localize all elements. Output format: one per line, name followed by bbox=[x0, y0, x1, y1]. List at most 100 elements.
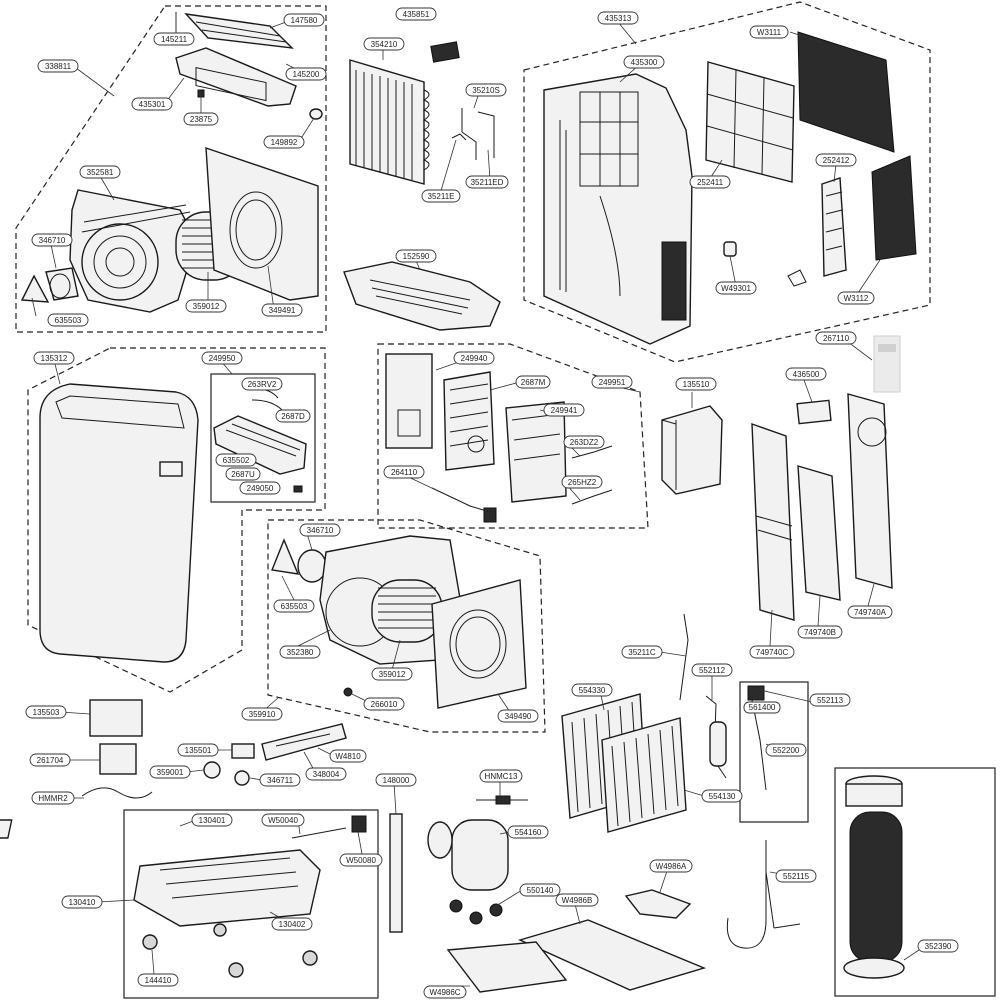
callout-HNMC13: HNMC13 bbox=[479, 769, 523, 783]
callout-263RV2: 263RV2 bbox=[241, 377, 283, 391]
svg-text:145200: 145200 bbox=[293, 70, 320, 79]
callout-35211C: 35211C bbox=[621, 645, 663, 659]
callout-135510: 135510 bbox=[675, 377, 717, 391]
caster-144410 bbox=[142, 934, 158, 950]
callout-554160: 554160 bbox=[507, 825, 549, 839]
fan-wheel-359012-lower bbox=[371, 579, 443, 643]
svg-text:W3112: W3112 bbox=[844, 294, 869, 303]
svg-text:W4986A: W4986A bbox=[656, 862, 687, 871]
svg-text:354210: 354210 bbox=[371, 40, 398, 49]
svg-text:144410: 144410 bbox=[145, 976, 172, 985]
callout-554130: 554130 bbox=[701, 789, 743, 803]
svg-text:265HZ2: 265HZ2 bbox=[568, 478, 597, 487]
svg-text:130410: 130410 bbox=[69, 898, 96, 907]
wire-W50040 bbox=[291, 827, 347, 839]
svg-text:135510: 135510 bbox=[683, 380, 710, 389]
svg-text:HNMC13: HNMC13 bbox=[485, 772, 518, 781]
callout-W49301: W49301 bbox=[715, 281, 757, 295]
callout-346710a: 346710 bbox=[31, 233, 73, 247]
sensor-265HZ2 bbox=[571, 489, 613, 505]
svg-text:435300: 435300 bbox=[631, 58, 658, 67]
callout-W50040: W50040 bbox=[261, 813, 305, 827]
svg-text:435313: 435313 bbox=[605, 14, 632, 23]
bracket-252412 bbox=[821, 177, 847, 277]
callout-2687M: 2687M bbox=[515, 375, 551, 389]
callout-348004: 348004 bbox=[305, 767, 347, 781]
capacitor-135503 bbox=[89, 699, 143, 737]
svg-text:749740C: 749740C bbox=[756, 648, 789, 657]
callout-W4986B: W4986B bbox=[555, 893, 599, 907]
callout-561400: 561400 bbox=[743, 701, 781, 714]
svg-text:152590: 152590 bbox=[403, 252, 430, 261]
hose-352390 bbox=[843, 775, 905, 979]
svg-text:23875: 23875 bbox=[190, 115, 213, 124]
svg-text:435301: 435301 bbox=[139, 100, 166, 109]
callout-359012b: 359012 bbox=[371, 667, 413, 681]
callout-352380: 352380 bbox=[279, 645, 321, 659]
callout-263DZ2: 263DZ2 bbox=[563, 435, 605, 449]
callout-35211ED: 35211ED bbox=[465, 175, 509, 189]
callout-359012a: 359012 bbox=[185, 299, 227, 313]
svg-text:252412: 252412 bbox=[823, 156, 850, 165]
svg-text:263RV2: 263RV2 bbox=[248, 380, 277, 389]
callout-145211: 145211 bbox=[153, 32, 195, 46]
svg-text:35211C: 35211C bbox=[628, 648, 656, 657]
callout-354210: 354210 bbox=[363, 37, 405, 51]
callout-338811: 338811 bbox=[37, 59, 79, 73]
main-pcb-2687M bbox=[443, 371, 495, 471]
svg-text:W3111: W3111 bbox=[757, 28, 782, 37]
svg-text:352581: 352581 bbox=[87, 168, 114, 177]
cable-264110 bbox=[431, 487, 491, 513]
svg-text:266010: 266010 bbox=[371, 700, 398, 709]
callout-35211E: 35211E bbox=[421, 189, 461, 203]
part-W50080 bbox=[351, 815, 367, 833]
svg-text:263DZ2: 263DZ2 bbox=[570, 438, 599, 447]
cabinet-135312 bbox=[39, 383, 199, 663]
callout-148000: 148000 bbox=[375, 773, 417, 787]
callout-130401: 130401 bbox=[191, 813, 233, 827]
louver-frame-435301 bbox=[175, 47, 297, 107]
callout-W4986C: W4986C bbox=[423, 985, 467, 999]
svg-text:145211: 145211 bbox=[161, 35, 188, 44]
svg-text:552200: 552200 bbox=[773, 746, 800, 755]
svg-text:135312: 135312 bbox=[41, 354, 68, 363]
callout-359910: 359910 bbox=[241, 707, 283, 721]
bearing-149892 bbox=[309, 108, 323, 120]
condenser-554130 bbox=[601, 717, 687, 833]
sheet-W4986B bbox=[517, 919, 707, 991]
callout-HMMR2: HMMR2 bbox=[31, 791, 75, 805]
callout-267110: 267110 bbox=[815, 331, 857, 345]
svg-text:552115: 552115 bbox=[783, 872, 810, 881]
callout-435313: 435313 bbox=[597, 11, 639, 25]
svg-text:348004: 348004 bbox=[313, 770, 340, 779]
svg-text:35211E: 35211E bbox=[428, 192, 455, 201]
callout-435301: 435301 bbox=[131, 97, 173, 111]
svg-text:HMMR2: HMMR2 bbox=[38, 794, 68, 803]
filter-W3111 bbox=[797, 31, 895, 153]
compressor-554160 bbox=[427, 819, 509, 925]
bracket-130401 bbox=[0, 819, 13, 839]
callout-352581: 352581 bbox=[79, 165, 121, 179]
transformer-261704 bbox=[99, 743, 137, 775]
rear-panel-435300 bbox=[543, 73, 693, 345]
svg-text:338811: 338811 bbox=[45, 62, 72, 71]
svg-text:435851: 435851 bbox=[403, 10, 430, 19]
callout-2687U: 2687U bbox=[225, 467, 261, 481]
svg-text:2687D: 2687D bbox=[281, 412, 305, 421]
callout-252412: 252412 bbox=[815, 153, 857, 167]
svg-text:249950: 249950 bbox=[209, 354, 236, 363]
svg-text:264110: 264110 bbox=[391, 468, 418, 477]
svg-text:436500: 436500 bbox=[793, 370, 820, 379]
svg-text:349491: 349491 bbox=[269, 306, 296, 315]
part-435851 bbox=[430, 41, 460, 63]
valve-552200 bbox=[751, 699, 767, 791]
boundary-exhaust-hose bbox=[834, 767, 996, 997]
pipe-35211C bbox=[679, 613, 689, 701]
callout-145200: 145200 bbox=[285, 67, 327, 81]
svg-text:359001: 359001 bbox=[157, 768, 184, 777]
callout-249940: 249940 bbox=[453, 351, 495, 365]
svg-text:635503: 635503 bbox=[281, 602, 308, 611]
callout-359001: 359001 bbox=[149, 765, 191, 779]
svg-text:148000: 148000 bbox=[383, 776, 410, 785]
svg-text:749740A: 749740A bbox=[854, 608, 887, 617]
